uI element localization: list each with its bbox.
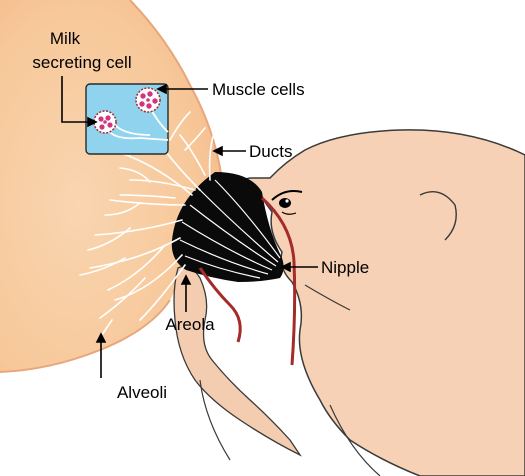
label-alveoli: Alveoli — [117, 383, 167, 402]
label-secreting-cell: secreting cell — [32, 53, 131, 72]
label-nipple: Nipple — [321, 258, 369, 277]
label-areola: Areola — [165, 315, 215, 334]
baby-head — [236, 130, 525, 476]
secretory-cell-cluster-2 — [136, 88, 160, 112]
label-milk: Milk — [50, 29, 81, 48]
label-ducts: Ducts — [249, 142, 292, 161]
alveolus-inset — [86, 84, 168, 154]
label-muscle-cells: Muscle cells — [212, 80, 305, 99]
baby-hand — [174, 266, 300, 455]
